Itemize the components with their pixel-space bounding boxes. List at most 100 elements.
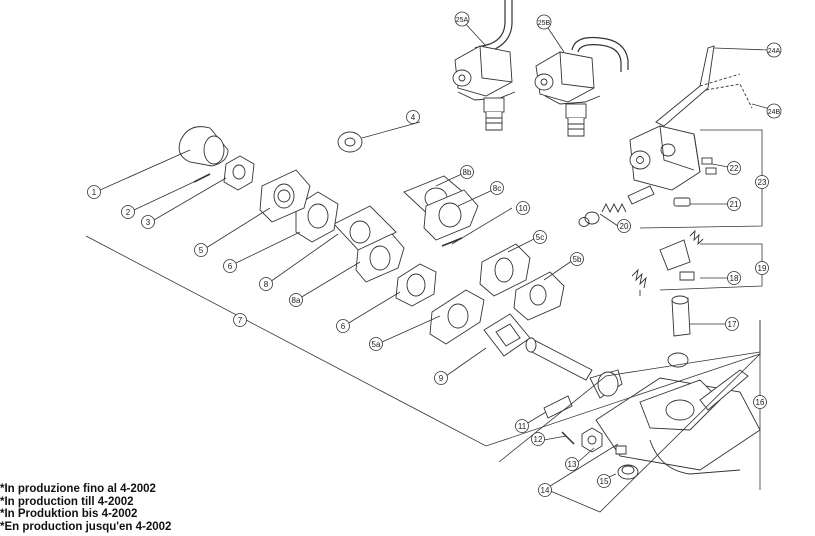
callout-25a: 25A: [454, 11, 470, 27]
note-english: *In production till 4-2002: [0, 495, 134, 508]
callout-6-lower: 6: [336, 319, 350, 333]
part-12-pin: [561, 431, 575, 445]
callout-5b-label: 5b: [573, 255, 582, 264]
callout-25a-label: 25A: [456, 17, 469, 24]
callout-8: 8: [259, 277, 273, 291]
callout-7: 7: [233, 313, 247, 327]
callout-6-upper-label: 6: [228, 262, 233, 271]
callout-22: 22: [727, 161, 741, 175]
callout-8-label: 8: [264, 280, 269, 289]
callout-14: 14: [538, 483, 552, 497]
callout-21: 21: [727, 197, 741, 211]
callout-23: 23: [755, 175, 769, 189]
callout-12-label: 12: [534, 435, 543, 444]
note-german: *In Produktion bis 4-2002: [0, 508, 138, 521]
callout-5a: 5a: [369, 337, 383, 351]
callout-12: 12: [531, 432, 545, 446]
part-24-handles: [655, 45, 753, 127]
callout-24a-label: 24A: [768, 48, 781, 55]
callout-19: 19: [755, 261, 769, 275]
part-4-washer: [337, 131, 363, 153]
callout-4-label: 4: [411, 113, 416, 122]
callout-2-label: 2: [126, 208, 131, 217]
part-19-springs: [631, 229, 704, 296]
part-10-bolt: [441, 237, 463, 247]
callout-10: 10: [516, 201, 530, 215]
callout-20: 20: [617, 219, 631, 233]
callout-5c: 5c: [533, 230, 547, 244]
part-16-coupler-base: [595, 352, 761, 475]
callout-18: 18: [727, 271, 741, 285]
callout-8a: 8a: [289, 293, 303, 307]
callout-3: 3: [141, 215, 155, 229]
note-italian: *In produzione fino al 4-2002: [0, 483, 156, 495]
callout-25b: 25B: [536, 14, 552, 30]
part-23-valve-body: [629, 125, 701, 191]
callout-7-label: 7: [238, 316, 243, 325]
callout-6-upper: 6: [223, 259, 237, 273]
callout-21-label: 21: [730, 200, 739, 209]
part-8a-plate: [355, 233, 405, 283]
part-15-ring: [617, 464, 639, 480]
callout-5: 5: [194, 243, 208, 257]
callout-9-label: 9: [439, 374, 444, 383]
callout-22-label: 22: [730, 164, 739, 173]
callout-8b-label: 8b: [463, 168, 472, 177]
callout-15: 15: [597, 474, 611, 488]
part-6-upper: [295, 191, 339, 243]
part-5-flange: [259, 169, 311, 223]
callout-24b: 24B: [766, 103, 782, 119]
part-8c-plate: [423, 189, 479, 241]
callout-24a: 24A: [766, 42, 782, 58]
callout-13: 13: [565, 457, 579, 471]
callout-23-label: 23: [758, 178, 767, 187]
part-20-spring-seal: [578, 185, 655, 227]
callout-8c-label: 8c: [493, 184, 501, 193]
callout-13-label: 13: [568, 460, 577, 469]
part-5b-flange: [513, 271, 565, 321]
callout-2: 2: [121, 205, 135, 219]
callout-3-label: 3: [146, 218, 151, 227]
part-17-stem: [671, 295, 691, 337]
callout-25b-label: 25B: [538, 20, 551, 27]
callout-9: 9: [434, 371, 448, 385]
part-1-cap: [178, 126, 229, 167]
callout-11: 11: [515, 419, 529, 433]
part-3-nut: [223, 155, 255, 191]
callout-8c: 8c: [490, 181, 504, 195]
callout-10-label: 10: [519, 204, 528, 213]
part-25b-tap: [534, 36, 629, 137]
callout-11-label: 11: [518, 422, 527, 431]
callout-8b: 8b: [460, 165, 474, 179]
callout-16-label: 16: [756, 398, 765, 407]
callout-16: 16: [753, 395, 767, 409]
callout-24b-label: 24B: [768, 109, 781, 116]
part-21-pin: [673, 197, 691, 207]
callout-5c-label: 5c: [536, 233, 544, 242]
callout-6-lower-label: 6: [341, 322, 346, 331]
callout-17-label: 17: [728, 320, 737, 329]
part-11-tubes: [525, 337, 623, 419]
part-22-screws: [701, 157, 717, 175]
callout-8a-label: 8a: [292, 296, 301, 305]
callout-1: 1: [87, 185, 101, 199]
part-18: [679, 271, 695, 281]
callout-18-label: 18: [730, 274, 739, 283]
part-6-lower: [395, 263, 437, 307]
callout-19-label: 19: [758, 264, 767, 273]
callout-15-label: 15: [600, 477, 609, 486]
part-9-gasket: [483, 313, 531, 357]
production-notes: *In produzione fino al 4-2002 *In produc…: [0, 483, 300, 536]
part-25a-tap: [452, 0, 516, 131]
callout-5-label: 5: [199, 246, 204, 255]
part-13-nut: [581, 427, 627, 455]
callout-4: 4: [406, 110, 420, 124]
callout-20-label: 20: [620, 222, 629, 231]
callout-17: 17: [725, 317, 739, 331]
callout-1-label: 1: [92, 188, 97, 197]
callout-5b: 5b: [570, 252, 584, 266]
note-french: *En production jusqu'en 4-2002: [0, 520, 172, 533]
callout-5a-label: 5a: [372, 340, 381, 349]
part-5a-flange: [429, 289, 485, 345]
